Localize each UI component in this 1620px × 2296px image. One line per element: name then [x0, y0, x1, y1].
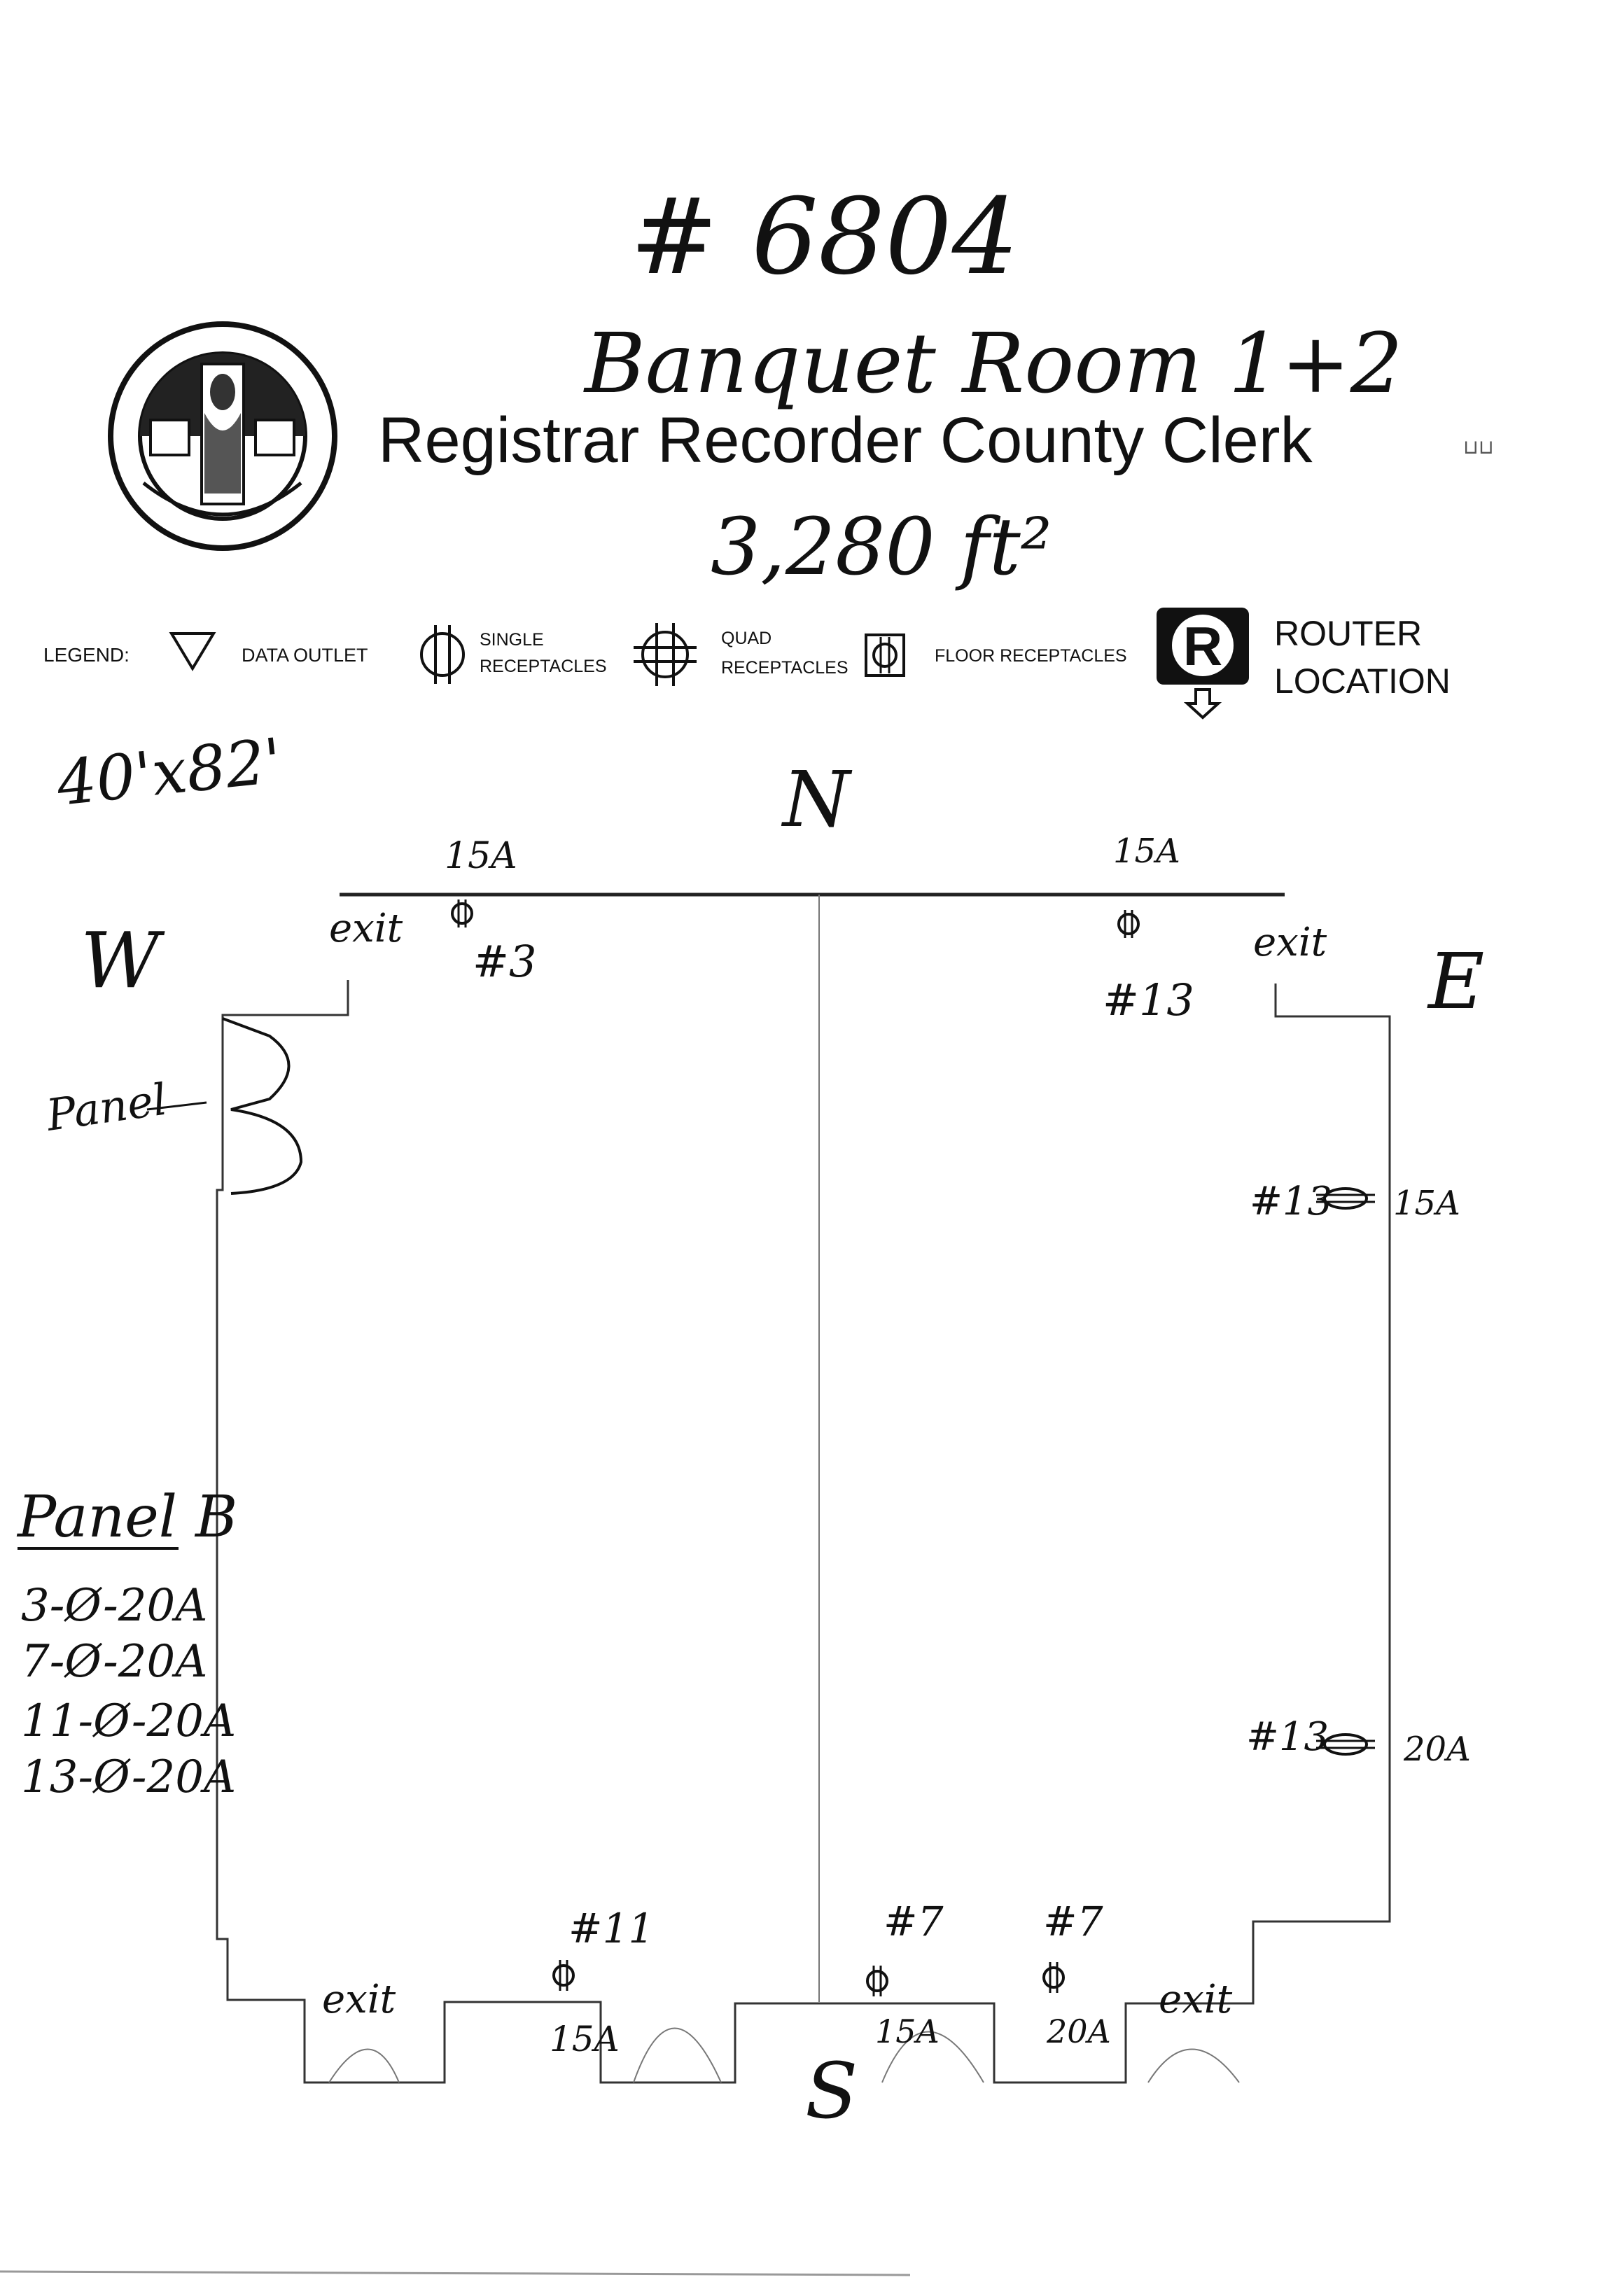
compass-south: S	[805, 2046, 858, 2136]
receptacle-south-2-amps: 15A	[875, 2012, 940, 2050]
receptacle-north-1: 15A #3	[445, 835, 536, 987]
county-seal-icon	[108, 321, 337, 551]
legend-data-outlet-label: DATA OUTLET	[242, 645, 368, 666]
receptacle-south-3-amps: 20A	[1046, 2012, 1111, 2050]
legend-single-label-2: RECEPTACLES	[480, 657, 607, 676]
single-receptacle-icon	[866, 1966, 888, 1996]
single-receptacle-icon	[1042, 1962, 1065, 1993]
single-receptacle-icon	[1316, 1733, 1375, 1756]
floor-receptacle-legend-item: FLOOR RECEPTACLES	[865, 634, 1127, 677]
single-receptacle-icon	[420, 625, 465, 684]
single-receptacle-icon	[552, 1960, 575, 1991]
exit-label-nw: exit	[329, 906, 403, 951]
panel-schedule-title: Panel B	[16, 1484, 237, 1550]
receptacle-south-3-circuit: #7	[1043, 1898, 1103, 1945]
quad-receptacle-icon	[634, 623, 697, 686]
area-label: 3,280 ft²	[711, 502, 1052, 593]
faint-mark: ⊔⊔	[1463, 436, 1494, 458]
single-receptacle-icon	[451, 899, 473, 927]
panel-label: Panel	[43, 1074, 170, 1141]
receptacle-east-1-amps: 15A	[1393, 1184, 1460, 1223]
room-dimensions: 40'x82'	[53, 724, 285, 820]
org-title: Registrar Recorder County Clerk	[378, 405, 1313, 476]
data-outlet-legend-item: DATA OUTLET	[169, 632, 368, 671]
receptacle-south-2-circuit: #7	[884, 1898, 944, 1945]
receptacle-east-2-circuit: #13	[1246, 1714, 1329, 1760]
receptacle-south-1-circuit: #11	[568, 1905, 654, 1952]
room-outline	[216, 892, 1391, 2084]
floor-receptacle-icon	[865, 634, 905, 677]
legend-router-label-2: LOCATION	[1274, 662, 1451, 701]
room-name: Banquet Room 1+2	[583, 315, 1403, 412]
receptacle-north-2-amps: 15A	[1113, 832, 1180, 871]
panel-schedule-row: 7-Ø-20A	[21, 1636, 207, 1688]
receptacle-south-1-amps: 15A	[550, 2019, 620, 2059]
router-glyph: R	[1183, 615, 1222, 677]
exit-label-sw: exit	[322, 1977, 396, 2022]
compass-west: W	[81, 916, 165, 1005]
compass-north: N	[781, 755, 853, 844]
legend-label: LEGEND:	[43, 644, 130, 666]
legend-floor-label: FLOOR RECEPTACLES	[935, 646, 1127, 666]
single-receptacle-icon	[1117, 910, 1140, 938]
receptacle-east-1: #13 15A	[1250, 1179, 1460, 1224]
receptacle-north-2: 15A #13	[1103, 832, 1194, 1026]
receptacle-south-2: #7 15A	[866, 1898, 944, 2050]
router-icon: R	[1157, 608, 1249, 720]
panel-schedule-row: 13-Ø-20A	[21, 1751, 236, 1803]
router-legend-item: R ROUTER LOCATION	[1157, 608, 1451, 720]
single-receptacle-legend-item: SINGLE RECEPTACLES	[420, 625, 607, 684]
exit-label-se: exit	[1159, 1977, 1233, 2022]
receptacle-south-1: #11 15A	[550, 1905, 654, 2059]
panel-symbol	[222, 1017, 303, 1195]
receptacle-east-2: #13 20A	[1246, 1714, 1471, 1769]
legend-router-label-1: ROUTER	[1274, 614, 1422, 653]
receptacle-north-2-circuit: #13	[1103, 974, 1194, 1026]
panel-schedule-row: 3-Ø-20A	[21, 1580, 207, 1632]
legend-single-label-1: SINGLE	[480, 630, 544, 650]
receptacle-north-1-amps: 15A	[445, 835, 517, 877]
panel-schedule: Panel B 3-Ø-20A 7-Ø-20A 11-Ø-20A 13-Ø-20…	[16, 1484, 237, 1803]
exit-label-ne: exit	[1253, 920, 1327, 965]
single-receptacle-icon	[1316, 1187, 1375, 1210]
receptacle-north-1-circuit: #3	[473, 936, 536, 987]
panel-schedule-row: 11-Ø-20A	[21, 1695, 236, 1747]
receptacle-east-2-amps: 20A	[1403, 1730, 1471, 1769]
legend-quad-label-2: RECEPTACLES	[721, 658, 849, 678]
sheet-number: # 6804	[630, 176, 1019, 298]
compass-east: E	[1427, 937, 1484, 1026]
receptacle-south-3: #7 20A	[1042, 1898, 1111, 2050]
legend-quad-label-1: QUAD	[721, 629, 771, 648]
quad-receptacle-legend-item: QUAD RECEPTACLES	[634, 623, 849, 686]
triangle-icon	[169, 632, 216, 671]
